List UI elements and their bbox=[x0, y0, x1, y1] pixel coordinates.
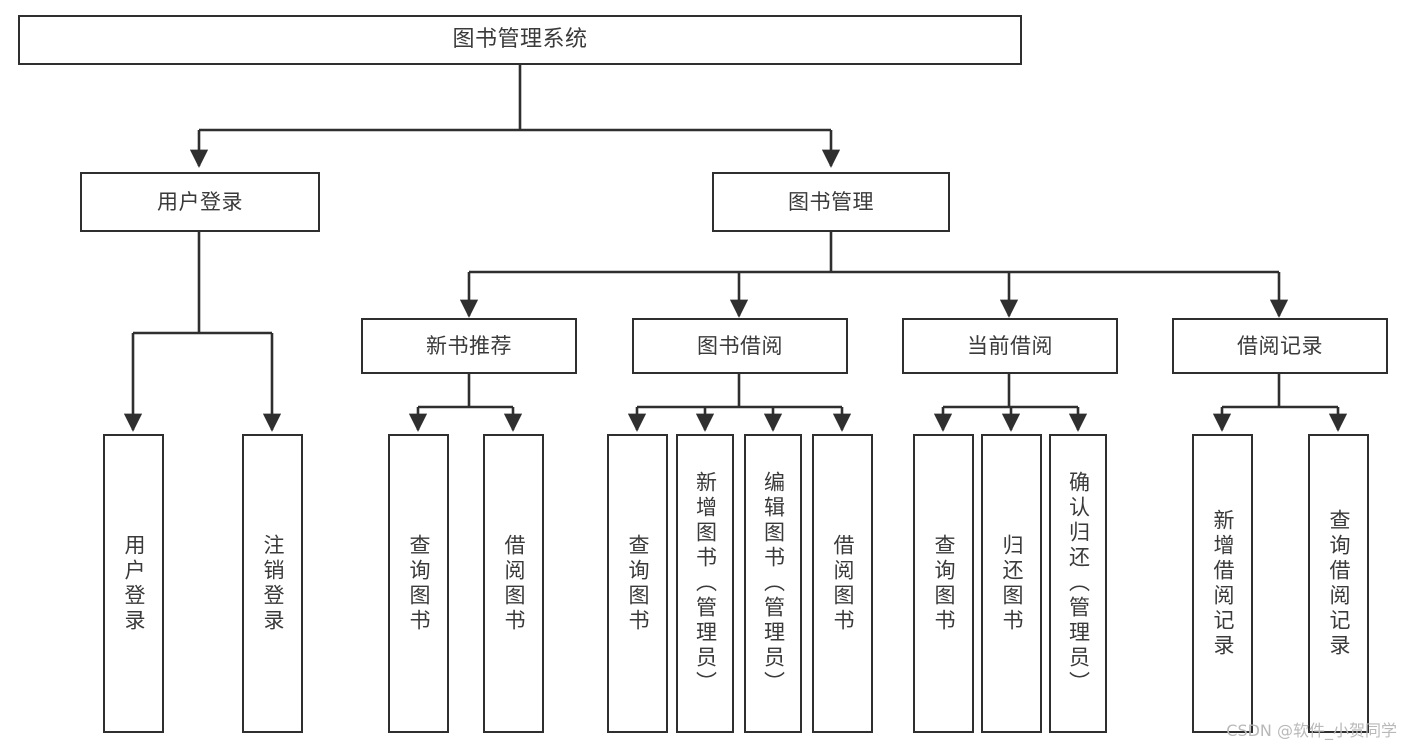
node-book-borrow-label: 图书借阅 bbox=[697, 333, 783, 358]
leaf-borrow-records-query[interactable]: 查询借阅记录 bbox=[1308, 434, 1369, 733]
leaf-book-borrow-borrow-label: 借阅图书 bbox=[830, 533, 855, 634]
leaf-book-borrow-add[interactable]: 新增图书（管理员） bbox=[676, 434, 734, 733]
node-book-borrow[interactable]: 图书借阅 bbox=[632, 318, 848, 374]
leaf-current-borrow-return-label: 归还图书 bbox=[999, 533, 1024, 634]
leaf-book-borrow-query[interactable]: 查询图书 bbox=[607, 434, 668, 733]
leaf-current-borrow-confirm[interactable]: 确认归还（管理员） bbox=[1049, 434, 1107, 733]
node-current-borrow[interactable]: 当前借阅 bbox=[902, 318, 1118, 374]
leaf-current-borrow-query-label: 查询图书 bbox=[931, 533, 956, 634]
leaf-user-login-login[interactable]: 用户登录 bbox=[103, 434, 164, 733]
leaf-book-borrow-query-label: 查询图书 bbox=[625, 533, 650, 634]
leaf-borrow-records-add-label: 新增借阅记录 bbox=[1210, 508, 1235, 659]
node-book-management-label: 图书管理 bbox=[788, 189, 874, 214]
leaf-borrow-records-query-label: 查询借阅记录 bbox=[1326, 508, 1351, 659]
leaf-new-book-query-label: 查询图书 bbox=[406, 533, 431, 634]
node-borrow-records-label: 借阅记录 bbox=[1237, 333, 1323, 358]
leaf-current-borrow-confirm-label: 确认归还（管理员） bbox=[1066, 471, 1091, 696]
leaf-user-login-login-label: 用户登录 bbox=[121, 533, 146, 634]
node-new-book-recommend[interactable]: 新书推荐 bbox=[361, 318, 577, 374]
leaf-user-login-logout-label: 注销登录 bbox=[260, 533, 285, 634]
node-new-book-recommend-label: 新书推荐 bbox=[426, 333, 512, 358]
node-borrow-records[interactable]: 借阅记录 bbox=[1172, 318, 1388, 374]
leaf-current-borrow-return[interactable]: 归还图书 bbox=[981, 434, 1042, 733]
leaf-borrow-records-add[interactable]: 新增借阅记录 bbox=[1192, 434, 1253, 733]
leaf-user-login-logout[interactable]: 注销登录 bbox=[242, 434, 303, 733]
node-root-system[interactable]: 图书管理系统 bbox=[18, 15, 1022, 65]
leaf-new-book-query[interactable]: 查询图书 bbox=[388, 434, 449, 733]
leaf-book-borrow-edit-label: 编辑图书（管理员） bbox=[761, 471, 786, 696]
leaf-book-borrow-add-label: 新增图书（管理员） bbox=[693, 471, 718, 696]
node-user-login[interactable]: 用户登录 bbox=[80, 172, 320, 232]
node-root-system-label: 图书管理系统 bbox=[452, 27, 588, 52]
leaf-book-borrow-edit[interactable]: 编辑图书（管理员） bbox=[744, 434, 802, 733]
leaf-new-book-borrow[interactable]: 借阅图书 bbox=[483, 434, 544, 733]
node-user-login-label: 用户登录 bbox=[157, 189, 243, 214]
leaf-current-borrow-query[interactable]: 查询图书 bbox=[913, 434, 974, 733]
leaf-book-borrow-borrow[interactable]: 借阅图书 bbox=[812, 434, 873, 733]
node-book-management[interactable]: 图书管理 bbox=[712, 172, 950, 232]
node-current-borrow-label: 当前借阅 bbox=[967, 333, 1053, 358]
leaf-new-book-borrow-label: 借阅图书 bbox=[501, 533, 526, 634]
csdn-watermark: CSDN @软件_小贺同学 bbox=[1226, 721, 1397, 740]
